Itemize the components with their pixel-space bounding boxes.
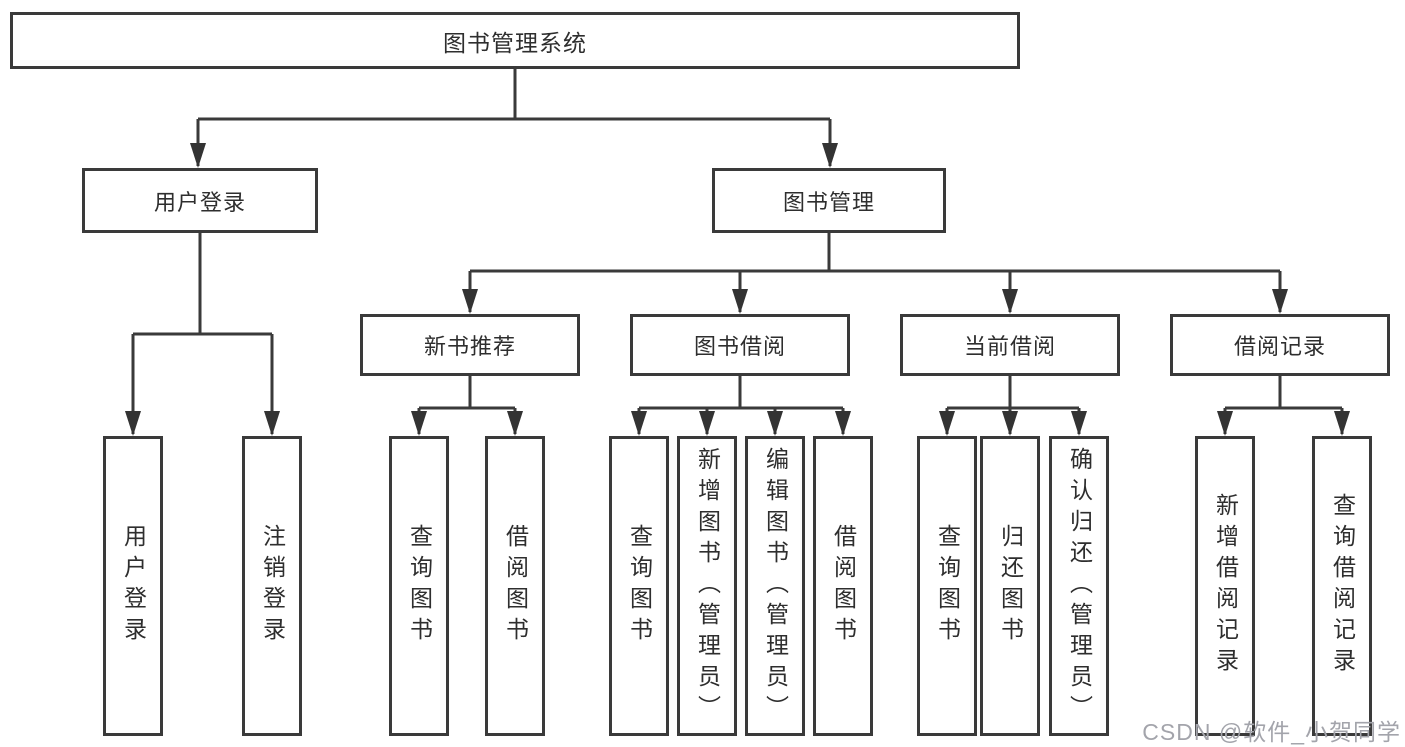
leaf-newbook-query: 查询图书 (389, 436, 449, 736)
connector-shafts (131, 68, 1344, 434)
leaf-borrow-query: 查询图书 (609, 436, 669, 736)
leaf-logout: 注销登录 (242, 436, 302, 736)
leaf-borrow-edit-book: 编辑图书（管理员） (745, 436, 805, 736)
node-user-login-label: 用户登录 (153, 189, 246, 215)
node-user-login: 用户登录 (82, 168, 318, 233)
leaf-current-query-label: 查询图书 (934, 524, 961, 648)
node-root: 图书管理系统 (10, 12, 1020, 69)
node-current-borrow: 当前借阅 (900, 314, 1120, 376)
leaf-borrow-query-label: 查询图书 (626, 524, 653, 648)
leaf-current-confirm-return-label: 确认归还（管理员） (1066, 446, 1093, 726)
leaf-newbook-borrow: 借阅图书 (485, 436, 545, 736)
leaf-logout-label: 注销登录 (259, 524, 286, 648)
node-new-book-recommend: 新书推荐 (360, 314, 580, 376)
leaf-user-login: 用户登录 (103, 436, 163, 736)
leaf-borrow-borrow-book: 借阅图书 (813, 436, 873, 736)
node-book-management: 图书管理 (712, 168, 946, 233)
leaf-records-add-label: 新增借阅记录 (1212, 493, 1239, 679)
leaf-borrow-edit-book-label: 编辑图书（管理员） (762, 446, 789, 726)
leaf-borrow-add-book: 新增图书（管理员） (677, 436, 737, 736)
leaf-borrow-add-book-label: 新增图书（管理员） (694, 446, 721, 726)
leaf-current-query: 查询图书 (917, 436, 977, 736)
leaf-records-query: 查询借阅记录 (1312, 436, 1372, 736)
node-borrow-records-label: 借阅记录 (1233, 334, 1326, 359)
leaf-records-query-label: 查询借阅记录 (1329, 493, 1356, 679)
node-book-borrow: 图书借阅 (630, 314, 850, 376)
leaf-borrow-borrow-book-label: 借阅图书 (830, 524, 857, 648)
node-borrow-records: 借阅记录 (1170, 314, 1390, 376)
leaf-user-login-label: 用户登录 (120, 524, 147, 648)
leaf-current-return-label: 归还图书 (997, 524, 1024, 648)
node-current-borrow-label: 当前借阅 (963, 334, 1056, 359)
node-root-label: 图书管理系统 (443, 29, 587, 56)
node-new-book-recommend-label: 新书推荐 (423, 334, 516, 359)
node-book-management-label: 图书管理 (782, 189, 875, 215)
leaf-current-confirm-return: 确认归还（管理员） (1049, 436, 1109, 736)
leaf-records-add: 新增借阅记录 (1195, 436, 1255, 736)
leaf-current-return: 归还图书 (980, 436, 1040, 736)
leaf-newbook-borrow-label: 借阅图书 (502, 524, 529, 648)
node-book-borrow-label: 图书借阅 (693, 334, 786, 359)
leaf-newbook-query-label: 查询图书 (406, 524, 433, 648)
csdn-watermark: CSDN @软件_小贺同学 (1142, 719, 1401, 745)
